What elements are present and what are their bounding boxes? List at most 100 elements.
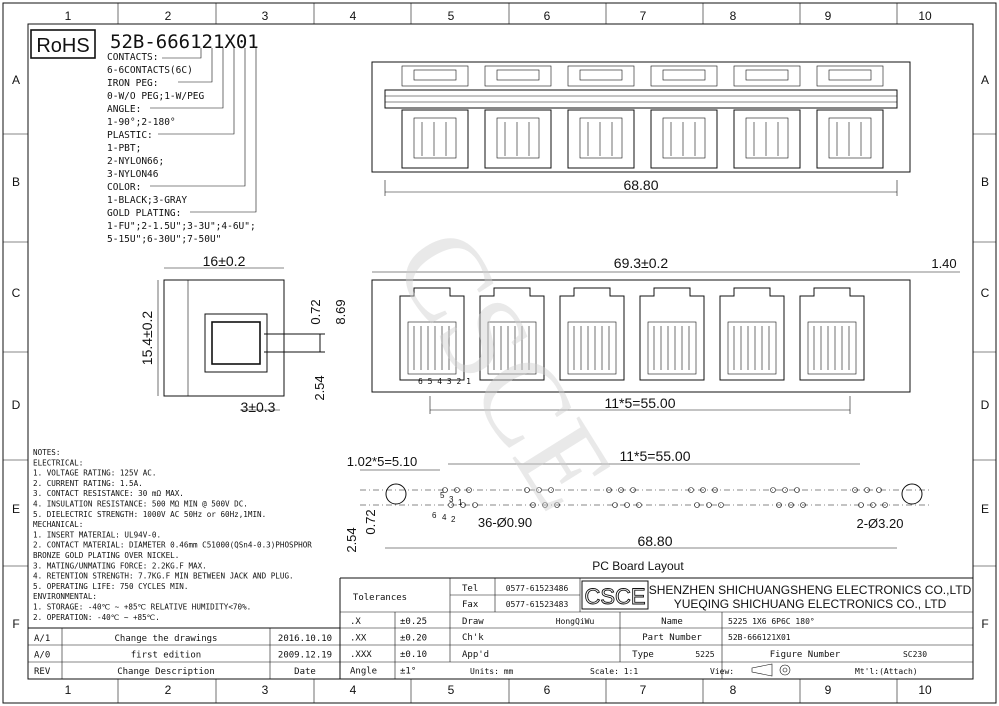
note-line: 1. STORAGE: -40℃ ~ +85℃ RELATIVE HUMIDIT…: [33, 603, 251, 612]
note-line: BRONZE GOLD PLATING OVER NICKEL.: [33, 551, 179, 560]
tol-key: .XXX: [350, 650, 372, 660]
pcb-pin-label: 5: [440, 491, 445, 500]
note-line: 1. VOLTAGE RATING: 125V AC.: [33, 469, 156, 478]
grid-col-label: 7: [640, 683, 647, 697]
pcb-pin-hole: [864, 487, 870, 493]
dim-front-offset: 1.40: [931, 256, 956, 271]
tel-value: 0577-61523486: [506, 584, 569, 593]
grid-col-label: 10: [918, 683, 932, 697]
fax-label: Fax: [462, 600, 479, 610]
dim-side-254: 2.54: [312, 375, 327, 400]
pcb-pin-hole: [542, 502, 548, 508]
tol-value: ±0.25: [400, 617, 427, 627]
pcb-pin-hole: [524, 487, 530, 493]
note-line: 5. OPERATING LIFE: 750 CYCLES MIN.: [33, 582, 188, 591]
code-legend-line: PLASTIC:: [107, 130, 153, 141]
note-line: 1. INSERT MATERIAL: UL94V-0.: [33, 530, 161, 539]
grid-col-label: 9: [825, 683, 832, 697]
title-block: Tolerances .X±0.25.XX±0.20.XXX±0.10Angle…: [28, 577, 973, 679]
pcb-pin-hole: [554, 502, 560, 508]
pcb-pin-hole: [624, 502, 630, 508]
grid-col-label: 9: [825, 9, 832, 23]
code-legend-line: 5-15U";6-30U";7-50U": [107, 234, 221, 245]
grid-col-label: 7: [640, 9, 647, 23]
peg-hole-right: [901, 483, 923, 505]
tolerances-label: Tolerances: [353, 593, 407, 603]
pcb-pin-hole: [794, 487, 800, 493]
tol-value: ±0.20: [400, 634, 427, 644]
dim-side-072: 0.72: [308, 299, 323, 324]
rohs-label: RoHS: [36, 35, 89, 57]
material: Mt'l:(Attach): [855, 667, 918, 676]
type-label: Type: [632, 650, 654, 660]
grid-col-label: 2: [165, 683, 172, 697]
dim-side-869: 8.69: [333, 299, 348, 324]
grid-col-label: 5: [448, 9, 455, 23]
note-line: 5. DIELECTRIC STRENGTH: 1000V AC 50Hz or…: [33, 510, 266, 519]
pcb-pin-hole: [448, 502, 454, 508]
code-legend-line: COLOR:: [107, 182, 141, 193]
code-legend-line: 3-NYLON46: [107, 169, 159, 180]
watermark: CSCE: [368, 206, 640, 531]
dim-pcb-peg-hole: 2-Ø3.20: [857, 516, 904, 531]
tol-key: .XX: [350, 634, 367, 644]
pcb-pin-hole: [782, 487, 788, 493]
company-name-2: YUEQING SHICHUANG ELECTRONICS CO., LTD: [674, 597, 947, 611]
rev-date: 2009.12.19: [278, 651, 332, 661]
grid-row-label: E: [981, 502, 989, 516]
pcb-pin-hole: [706, 502, 712, 508]
pcb-title: PC Board Layout: [592, 559, 684, 573]
pin-numbers: 6 5 4 3 2 1: [418, 377, 471, 386]
pcb-pin-hole: [858, 502, 864, 508]
tol-key: Angle: [350, 667, 377, 677]
grid-col-label: 6: [544, 9, 551, 23]
note-line: 3. MATING/UNMATING FORCE: 2.2KG.F MAX.: [33, 561, 207, 570]
note-line: 2. CONTACT MATERIAL: DIAMETER 0.46mm C51…: [33, 541, 312, 550]
code-legend: CONTACTS:6-6CONTACTS(6C)IRON PEG:0-W/O P…: [107, 52, 256, 245]
grid-col-label: 1: [65, 683, 72, 697]
code-legend-line: 1-PBT;: [107, 143, 141, 154]
dim-front-pitch: 11*5=55.00: [605, 395, 676, 411]
code-legend-line: CONTACTS:: [107, 52, 158, 63]
code-legend-line: 2-NYLON66;: [107, 156, 164, 167]
part-number-label: Part Number: [642, 633, 702, 643]
figure-number-value: SC230: [903, 650, 927, 659]
grid-row-label: A: [12, 73, 20, 87]
rev-desc: Change Description: [117, 667, 215, 677]
name-value: 5225 1X6 6P6C 180°: [728, 617, 815, 626]
pcb-pin-label: 3: [449, 495, 454, 504]
pcb-pin-hole: [870, 502, 876, 508]
pcb-pin-hole: [718, 502, 724, 508]
tol-value: ±0.10: [400, 650, 427, 660]
pcb-pin-hole: [712, 487, 718, 493]
note-line: 2. OPERATION: -40℃ ~ +85℃.: [33, 613, 160, 622]
grid-col-label: 5: [448, 683, 455, 697]
note-line: ELECTRICAL:: [33, 458, 83, 467]
pcb-pin-hole: [460, 502, 466, 508]
rohs-box: [30, 29, 96, 59]
peg-hole-left: [385, 483, 407, 505]
note-line: NOTES:: [33, 448, 60, 457]
code-legend-line: 0-W/O PEG;1-W/PEG: [107, 91, 205, 102]
view-label: View:: [710, 667, 734, 676]
grid-col-label: 4: [350, 683, 357, 697]
code-legend-line: 1-90°;2-180°: [107, 117, 176, 128]
pcb-pin-hole: [788, 502, 794, 508]
pcb-pin-hole: [548, 487, 554, 493]
pcb-pin-label: 2: [451, 515, 456, 524]
appd-label: App'd: [462, 650, 489, 660]
pcb-pin-hole: [472, 502, 478, 508]
note-line: 4. RETENTION STRENGTH: 7.7KG.F MIN BETWE…: [33, 572, 294, 581]
note-line: ENVIRONMENTAL:: [33, 592, 97, 601]
csce-logo: CSCE: [584, 584, 645, 609]
pcb-pin-hole: [852, 487, 858, 493]
grid-col-label: 10: [918, 9, 932, 23]
projection-symbol-icon: [751, 663, 791, 677]
pcb-pin-hole: [700, 487, 706, 493]
note-line: 3. CONTACT RESISTANCE: 30 mΩ MAX.: [33, 489, 184, 498]
rev-desc: Change the drawings: [115, 634, 218, 644]
rev-id: A/0: [34, 651, 50, 661]
dim-pcb-width: 68.80: [637, 533, 672, 549]
pcb-pin-hole: [770, 487, 776, 493]
